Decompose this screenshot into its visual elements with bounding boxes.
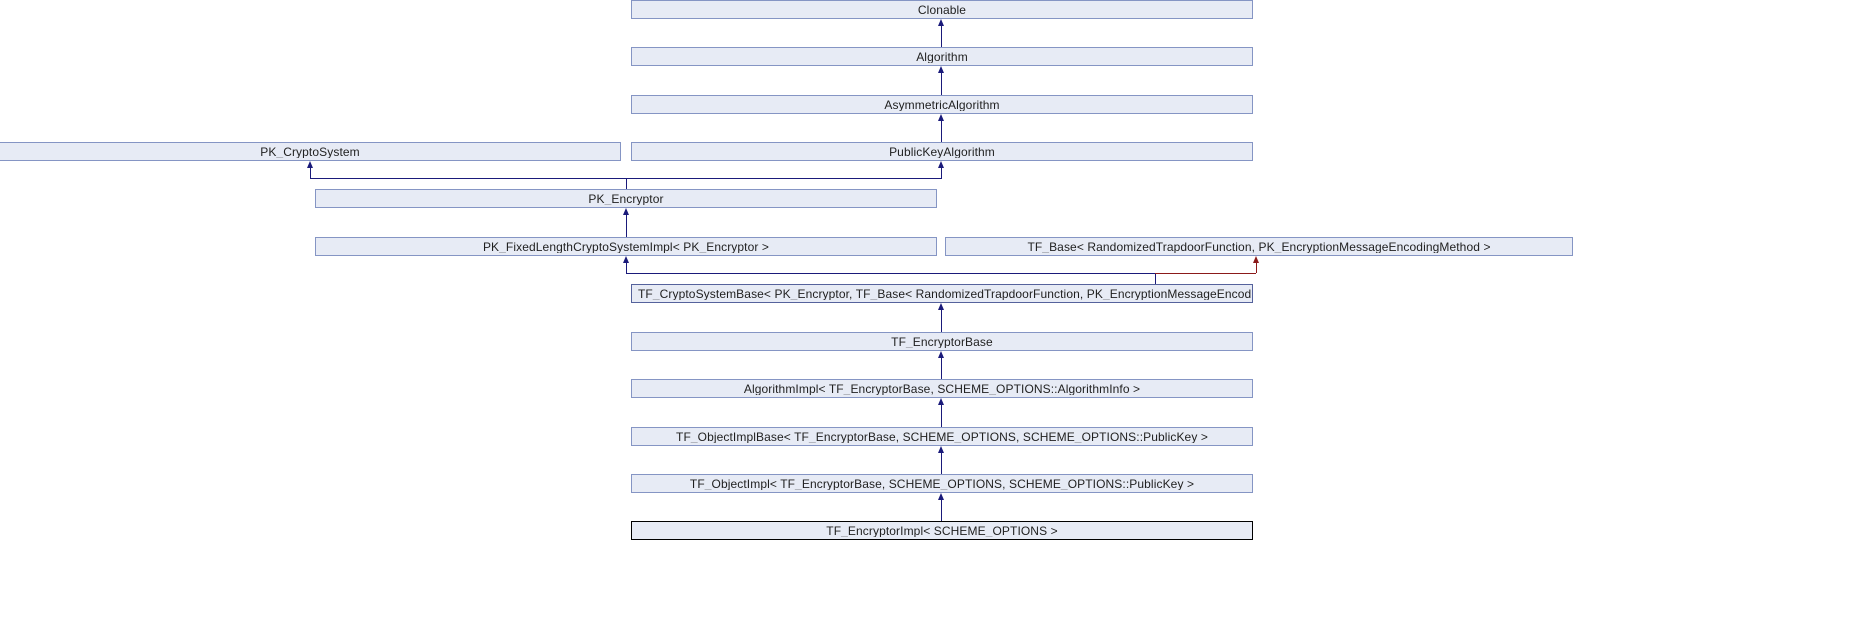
class-node-label: TF_ObjectImplBase< TF_EncryptorBase, SCH…	[676, 430, 1208, 443]
edge-encryptorbase-to-cryptosystembase	[941, 310, 942, 332]
edge-arrowhead	[938, 493, 944, 500]
class-node-algorithm[interactable]: Algorithm	[631, 47, 1253, 66]
class-node-label: Clonable	[917, 3, 967, 16]
class-node-clonable[interactable]: Clonable	[631, 0, 1253, 19]
class-node-publickey-algorithm[interactable]: PublicKeyAlgorithm	[631, 142, 1253, 161]
class-node-label: PK_FixedLengthCryptoSystemImpl< PK_Encry…	[482, 240, 770, 253]
edge-pkencryptor-to-publickey	[941, 168, 942, 178]
class-node-label: AlgorithmImpl< TF_EncryptorBase, SCHEME_…	[743, 382, 1141, 395]
edge-pkencryptor-to-pkcryptosystem	[310, 168, 311, 178]
class-node-algorithmimpl[interactable]: AlgorithmImpl< TF_EncryptorBase, SCHEME_…	[631, 379, 1253, 398]
edge-elbow-horizontal	[1155, 273, 1256, 274]
edge-elbow-stub-down	[626, 178, 627, 189]
class-node-label: PK_CryptoSystem	[260, 145, 360, 158]
class-node-tf-cryptosystembase[interactable]: TF_CryptoSystemBase< PK_Encryptor, TF_Ba…	[631, 284, 1253, 303]
edge-fixedlength-to-pkencryptor	[626, 215, 627, 237]
class-node-label: TF_CryptoSystemBase< PK_Encryptor, TF_Ba…	[638, 287, 1252, 300]
class-node-tf-objectimplbase[interactable]: TF_ObjectImplBase< TF_EncryptorBase, SCH…	[631, 427, 1253, 446]
edge-arrowhead	[938, 446, 944, 453]
edge-arrowhead	[938, 19, 944, 26]
edge-arrowhead	[938, 303, 944, 310]
edge-objectimplbase-to-algorithmimpl	[941, 405, 942, 427]
edge-arrowhead	[938, 351, 944, 358]
edge-arrowhead	[938, 161, 944, 168]
edge-asymmetric-to-algorithm	[941, 73, 942, 95]
class-node-label: AsymmetricAlgorithm	[884, 98, 1000, 111]
class-node-label: TF_Base< RandomizedTrapdoorFunction, PK_…	[1027, 240, 1491, 253]
class-node-label: TF_EncryptorImpl< SCHEME_OPTIONS >	[826, 524, 1058, 537]
class-node-label: PublicKeyAlgorithm	[889, 145, 995, 158]
edge-arrowhead	[623, 256, 629, 263]
edge-publickey-to-asymmetric	[941, 121, 942, 142]
edge-cryptosystembase-to-tfbase	[1256, 263, 1257, 273]
edge-arrowhead	[307, 161, 313, 168]
edge-arrowhead	[623, 208, 629, 215]
class-node-tf-base[interactable]: TF_Base< RandomizedTrapdoorFunction, PK_…	[945, 237, 1573, 256]
class-node-asymmetric-algorithm[interactable]: AsymmetricAlgorithm	[631, 95, 1253, 114]
edge-arrowhead	[938, 398, 944, 405]
class-node-label: PK_Encryptor	[588, 192, 664, 205]
class-node-label: Algorithm	[916, 50, 968, 63]
edge-cryptosystembase-to-fixedlength	[626, 263, 627, 273]
edge-algorithm-to-clonable	[941, 26, 942, 47]
edge-arrowhead	[938, 66, 944, 73]
class-node-pk-cryptosystem[interactable]: PK_CryptoSystem	[0, 142, 621, 161]
edge-algorithmimpl-to-encryptorbase	[941, 358, 942, 379]
edge-objectimpl-to-objectimplbase	[941, 453, 942, 474]
class-node-tf-objectimpl[interactable]: TF_ObjectImpl< TF_EncryptorBase, SCHEME_…	[631, 474, 1253, 493]
edge-arrowhead	[1253, 256, 1259, 263]
edge-arrowhead	[938, 114, 944, 121]
class-node-tf-encryptorbase[interactable]: TF_EncryptorBase	[631, 332, 1253, 351]
class-node-label: TF_EncryptorBase	[891, 335, 993, 348]
edge-elbow-horizontal	[626, 273, 1256, 274]
class-node-pk-fixedlengthcryptosystemimpl[interactable]: PK_FixedLengthCryptoSystemImpl< PK_Encry…	[315, 237, 937, 256]
edge-elbow-stub-down	[1155, 273, 1156, 284]
class-node-label: TF_ObjectImpl< TF_EncryptorBase, SCHEME_…	[689, 477, 1195, 490]
class-node-pk-encryptor[interactable]: PK_Encryptor	[315, 189, 937, 208]
edge-encryptorimpl-to-objectimpl	[941, 500, 942, 521]
class-node-tf-encryptorimpl[interactable]: TF_EncryptorImpl< SCHEME_OPTIONS >	[631, 521, 1253, 540]
